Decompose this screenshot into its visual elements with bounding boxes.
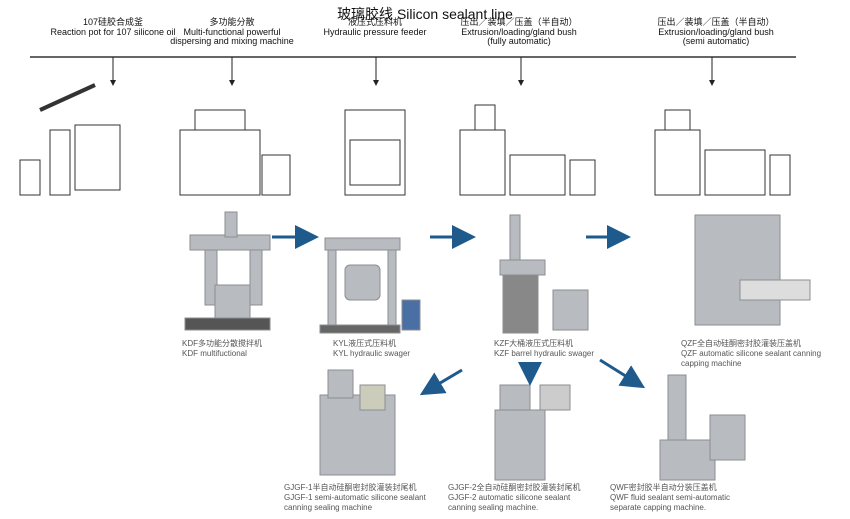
- caption-en: QZF automatic silicone sealant canning: [681, 349, 822, 358]
- caption-en: KZF barrel hydraulic swager: [494, 349, 595, 358]
- stage-zh: 液压式压料机: [347, 17, 402, 27]
- caption-en: canning sealing machine.: [448, 503, 539, 512]
- stage-header: 压出／装填／压盖（半自动）Extrusion/loading/gland bus…: [657, 17, 775, 47]
- caption-zh: KYL液压式压料机: [333, 339, 397, 348]
- machine-photos: [184, 211, 811, 481]
- flow-arrows: [272, 225, 646, 396]
- line-drawings: [19, 83, 791, 196]
- stage-en: Extrusion/loading/gland bush: [658, 26, 774, 37]
- gjgf2-machine: [494, 384, 571, 481]
- caption-zh: KDF多功能分散搅拌机: [182, 339, 262, 348]
- caption-en: capping machine: [681, 359, 742, 368]
- stage-zh: 多功能分散: [209, 17, 255, 27]
- stage-note: (semi automatic): [682, 36, 750, 46]
- kyl-machine: [319, 237, 421, 334]
- qwf-machine: [659, 374, 746, 481]
- caption-zh: QZF全自动硅酮密封胶灌装压盖机: [681, 339, 801, 348]
- stage-en: Reaction pot for 107 silicone oil: [50, 26, 176, 37]
- caption-en: KYL hydraulic swager: [333, 349, 411, 358]
- caption-zh: KZF大桶液压式压料机: [494, 339, 574, 348]
- stage-en: Hydraulic pressure feeder: [323, 26, 427, 37]
- caption-en: canning sealing machine: [284, 503, 373, 512]
- caption-zh: GJGF-2全自动硅酮密封胶灌装封尾机: [448, 483, 581, 492]
- caption-en: QWF fluid sealant semi-automatic: [610, 493, 731, 502]
- stage-zh: 压出／装填／压盖（半自动）: [657, 17, 775, 27]
- gjgf1-machine: [319, 369, 396, 476]
- stage-en: Extrusion/loading/gland bush: [461, 26, 577, 37]
- stage-header: 压出／装填／压盖（半自动）Extrusion/loading/gland bus…: [460, 17, 578, 47]
- caption-en: KDF multifuctional: [182, 349, 247, 358]
- caption-en: separate capping machine.: [610, 503, 707, 512]
- stage-en: Multi-functional powerful dispersing and…: [170, 26, 294, 46]
- stage-zh: 107硅胶合成釜: [82, 17, 144, 27]
- caption-en: GJGF-1 semi-automatic silicone sealant: [284, 493, 426, 502]
- diagram-title: 玻璃胶线 Silicon sealant line: [337, 6, 513, 22]
- stage-note: (fully automatic): [487, 36, 551, 46]
- stage-zh: 压出／装填／压盖（半自动）: [460, 17, 578, 27]
- qzf-machine: [694, 214, 811, 326]
- stage-arrows: [110, 57, 715, 86]
- kdf-machine: [184, 211, 271, 331]
- caption-en: GJGF-2 automatic silicone sealant: [448, 493, 571, 502]
- caption-zh: QWF密封胶半自动分装压盖机: [610, 483, 717, 492]
- kzf-machine: [499, 214, 589, 334]
- caption-zh: GJGF-1半自动硅酮密封胶灌装封尾机: [284, 483, 417, 492]
